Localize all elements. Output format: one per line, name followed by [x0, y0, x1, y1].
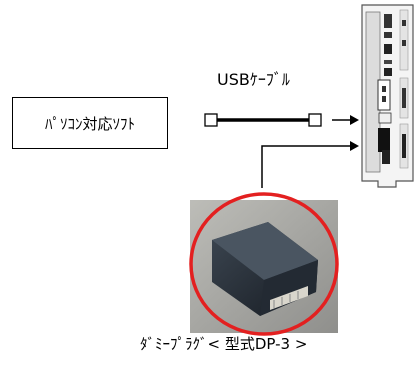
usb-connector-right	[308, 113, 322, 127]
pc-software-label: ﾊﾟｿｺﾝ対応ｿﾌﾄ	[44, 114, 135, 133]
dummy-plug-photo	[190, 200, 338, 333]
highlight-circle	[189, 192, 339, 336]
dummy-plug-arrow-head	[350, 141, 359, 151]
pc-software-box: ﾊﾟｿｺﾝ対応ｿﾌﾄ	[12, 97, 168, 149]
device-panel	[361, 4, 414, 188]
dummy-plug-label: ﾀﾞﾐｰﾌﾟﾗｸﾞ< 型式DP-3 >	[140, 335, 308, 353]
usb-cable-label: USBｹｰﾌﾞﾙ	[217, 70, 290, 89]
usb-arrow-head	[350, 115, 359, 125]
dummy-plug-line	[261, 145, 350, 188]
